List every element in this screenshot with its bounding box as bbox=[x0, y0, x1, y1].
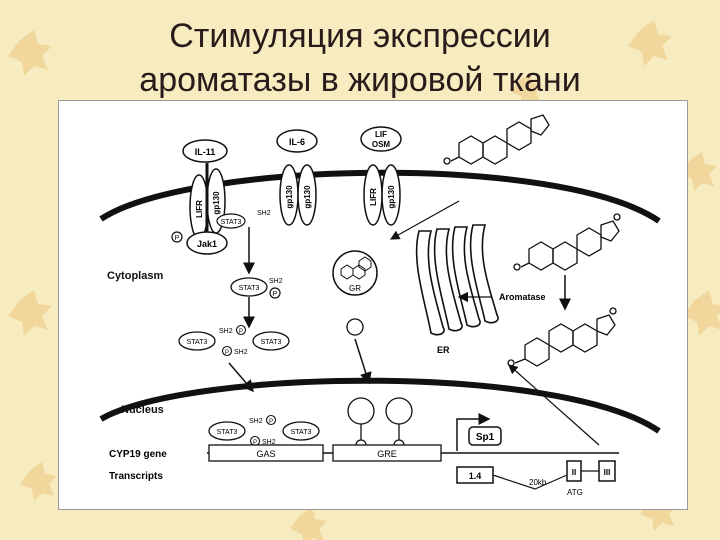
receptor-stat3 bbox=[216, 213, 246, 229]
free-gr bbox=[346, 318, 364, 336]
jak1-phospho-icon bbox=[171, 231, 183, 243]
title-line-2: ароматазы в жировой ткани bbox=[139, 61, 581, 99]
il6-label: IL-6 bbox=[289, 137, 305, 147]
gre-element bbox=[332, 444, 442, 462]
nuclear-p-top-label: P bbox=[269, 419, 273, 425]
nuclear-stat3-left-label: STAT3 bbox=[217, 429, 238, 436]
gr-bound-steroid-icon bbox=[340, 256, 372, 280]
nuclear-membrane bbox=[99, 377, 661, 434]
endoplasmic-reticulum-icon bbox=[415, 224, 499, 336]
lifr-il11-label: LIFR bbox=[195, 200, 204, 218]
atg-label: ATG bbox=[567, 488, 583, 497]
title-line-1: Стимуляция экспрессии bbox=[169, 17, 551, 55]
receptor-sh2-label: SH2 bbox=[257, 210, 271, 217]
gp130-il11-label: gp130 bbox=[212, 191, 221, 215]
gr-receptor bbox=[332, 250, 378, 296]
il11-receptor-complex: IL-11 LIFR gp130 bbox=[182, 139, 228, 251]
sp1-label: Sp1 bbox=[476, 432, 495, 443]
osm-label: OSM bbox=[372, 140, 391, 149]
cortisol-entry-arrow bbox=[389, 200, 460, 240]
exon-iii-label: III bbox=[604, 468, 611, 477]
gre-label: GRE bbox=[377, 449, 397, 459]
jak1-node bbox=[186, 231, 228, 255]
dimer-phospho-top-icon bbox=[235, 324, 247, 336]
nuclear-p-bottom-label: P bbox=[253, 440, 257, 446]
nucleus-label: Nucleus bbox=[121, 404, 164, 416]
il6-receptor-complex: IL-6 gp130 gp130 bbox=[276, 129, 318, 226]
transcripts-label: Transcripts bbox=[109, 471, 163, 482]
jak1-label: Jak1 bbox=[197, 239, 217, 249]
cytoplasm-sh2-label: SH2 bbox=[269, 278, 283, 285]
gp130-il6-label-a: gp130 bbox=[285, 185, 294, 209]
cytoplasm-stat3 bbox=[230, 277, 268, 297]
er-label: ER bbox=[437, 345, 450, 355]
dimer-stat3-left bbox=[178, 331, 216, 351]
androstenedione-molecule-icon bbox=[513, 213, 621, 271]
lif-label: LIF bbox=[375, 130, 387, 139]
gre-element-gr-dimer bbox=[347, 397, 413, 451]
promoter-14-label: 1.4 bbox=[469, 471, 482, 481]
cytoplasm-label: Cytoplasm bbox=[107, 270, 163, 282]
estrone-molecule-icon bbox=[507, 307, 617, 367]
gas-element bbox=[208, 444, 324, 462]
nuclear-stat3-right-label: STAT3 bbox=[291, 429, 312, 436]
jak1-p-label: P bbox=[175, 235, 180, 242]
gp130-lif-label: gp130 bbox=[387, 185, 396, 209]
dimer-p-top-label: P bbox=[239, 329, 243, 335]
gr-to-nucleus-arrow bbox=[354, 338, 372, 385]
splice-line bbox=[492, 474, 568, 490]
distance-label: 20kb bbox=[529, 478, 547, 487]
dimer-phospho-bottom-icon bbox=[221, 345, 233, 357]
lifr-lif-label: LIFR bbox=[369, 188, 378, 206]
aromatase-label: Aromatase bbox=[499, 292, 546, 302]
gr-label: GR bbox=[349, 284, 361, 293]
dimer-p-bottom-label: P bbox=[225, 350, 229, 356]
cytoplasm-stat3-label: STAT3 bbox=[239, 285, 260, 292]
dimer-sh2-bottom-label: SH2 bbox=[234, 349, 248, 356]
gas-label: GAS bbox=[256, 449, 275, 459]
dimer-stat3-left-label: STAT3 bbox=[187, 339, 208, 346]
receptor-stat3-label: STAT3 bbox=[221, 219, 242, 226]
il11-label: IL-11 bbox=[195, 147, 216, 157]
estrogen-feedback-arrow bbox=[508, 364, 600, 446]
cortisol-molecule-icon bbox=[443, 114, 550, 165]
exon-ii-label: II bbox=[572, 468, 576, 477]
sp1-box bbox=[468, 426, 502, 446]
dimer-sh2-top-label: SH2 bbox=[219, 328, 233, 335]
gp130-il6-label-b: gp130 bbox=[303, 185, 312, 209]
gas-element-stat3-dimer: STAT3 STAT3 SH2 P P SH2 bbox=[208, 414, 320, 447]
dimer-stat3-right-label: STAT3 bbox=[261, 339, 282, 346]
sp1-transcription-arrow bbox=[456, 413, 491, 451]
lif-osm-receptor-complex: LIF OSM LIFR gp130 bbox=[360, 126, 402, 226]
aromatase-pathway-diagram: Cytoplasm Nucleus IL-11 LIFR gp130 Jak1 … bbox=[99, 114, 661, 497]
cyp19-gene-label: CYP19 gene bbox=[109, 449, 167, 460]
nuclear-sh2-top-label: SH2 bbox=[249, 418, 263, 425]
slide-title: Стимуляция экспрессии ароматазы в жирово… bbox=[0, 14, 720, 102]
dimer-stat3-right bbox=[252, 331, 290, 351]
cytoplasm-stat3-phospho-icon bbox=[269, 287, 281, 299]
diagram-panel: Cytoplasm Nucleus IL-11 LIFR gp130 Jak1 … bbox=[58, 100, 688, 510]
cytoplasm-stat3-p-label: P bbox=[273, 291, 278, 298]
dimer-to-nucleus-arrow bbox=[228, 362, 254, 393]
nuclear-sh2-bottom-label: SH2 bbox=[262, 439, 276, 446]
